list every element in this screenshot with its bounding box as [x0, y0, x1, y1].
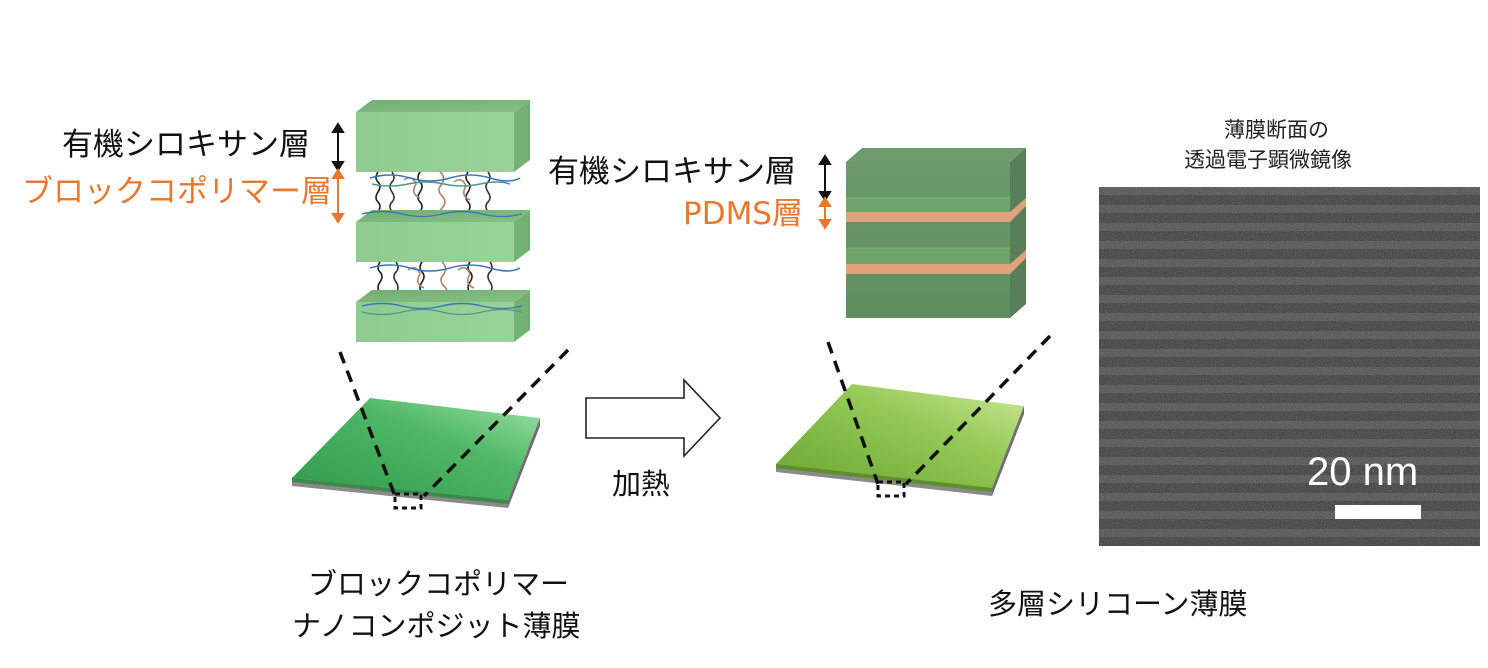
left-layer-stack — [356, 100, 530, 342]
right-thin-film-plate — [776, 384, 1024, 496]
left-thin-film-plate — [292, 398, 540, 508]
siloxane-block-1 — [356, 100, 530, 172]
tem-title-line1: 薄膜断面の — [1224, 118, 1329, 142]
block-copolymer-layer-label: ブロックコポリマー層 — [22, 174, 332, 210]
heating-label: 加熱 — [612, 467, 671, 501]
tem-title-line2: 透過電子顕微鏡像 — [1184, 148, 1352, 172]
tem-micrograph: 20 nm — [1099, 187, 1480, 546]
scale-bar — [1335, 505, 1421, 519]
left-caption-line2: ナノコンポジット薄膜 — [292, 609, 581, 643]
siloxane-thickness-arrow-left — [331, 122, 345, 172]
block-thickness-arrow — [331, 168, 345, 224]
siloxane-block-2 — [356, 210, 530, 262]
heating-process-arrow — [585, 377, 722, 459]
siloxane-block-3 — [356, 290, 530, 342]
siloxane-layer-label-left: 有機シロキサン層 — [62, 127, 310, 163]
left-caption-line1: ブロックコポリマー — [308, 567, 570, 601]
pdms-thickness-arrow — [818, 196, 832, 230]
right-multilayer-block — [846, 148, 1026, 318]
zoom-lines-left — [338, 348, 570, 510]
polymer-chains-lower — [369, 261, 521, 313]
zoom-lines-right — [826, 334, 1052, 498]
pdms-layer-bands — [846, 198, 1026, 274]
siloxane-thickness-arrow-right — [818, 154, 832, 202]
siloxane-layer-label-right: 有機シロキサン層 — [548, 154, 796, 190]
scale-bar-label: 20 nm — [1307, 450, 1419, 494]
right-caption: 多層シリコーン薄膜 — [988, 587, 1248, 621]
pdms-layer-label: PDMS層 — [683, 196, 803, 232]
